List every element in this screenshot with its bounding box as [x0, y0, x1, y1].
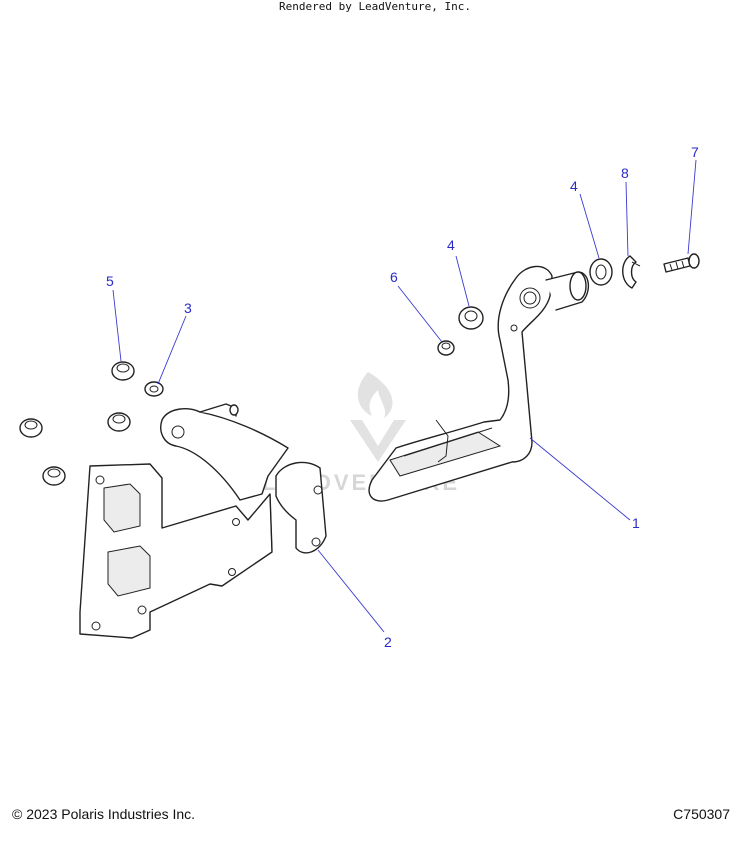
- drawing-number: C750307: [673, 806, 730, 822]
- leader-lines: [112, 159, 697, 633]
- callout-3: 3: [184, 300, 192, 316]
- leader-6: [397, 285, 443, 343]
- callout-4a: 4: [447, 237, 455, 253]
- callout-8: 8: [621, 165, 629, 181]
- leader-3: [157, 315, 187, 385]
- nut-left-upper: [19, 418, 43, 438]
- leader-4b: [579, 193, 600, 259]
- washer-part-3: [144, 381, 164, 397]
- nut-part-6: [437, 340, 455, 356]
- leader-1: [529, 437, 631, 521]
- leader-5: [112, 289, 122, 362]
- bolt-part-7: [663, 253, 700, 273]
- callout-labels: 1 2 3 4 4 5 6 7 8: [106, 144, 699, 650]
- callout-7: 7: [691, 144, 699, 160]
- nut-part-5: [111, 361, 135, 381]
- leader-2: [317, 549, 385, 633]
- leader-8: [625, 181, 629, 257]
- rendered-by-text: Rendered by LeadVenture, Inc.: [278, 0, 472, 13]
- callout-1: 1: [632, 515, 640, 531]
- callout-4b: 4: [570, 178, 578, 194]
- leader-7: [687, 159, 697, 255]
- brake-pedal-part-1: [368, 265, 589, 502]
- callout-5: 5: [106, 273, 114, 289]
- nut-left-lower: [42, 466, 66, 486]
- leadventure-logo-icon: [350, 372, 406, 462]
- callout-6: 6: [390, 269, 398, 285]
- leader-4a: [455, 255, 470, 307]
- bracket-part-2: [79, 403, 327, 639]
- bushing-part-4-left: [458, 306, 484, 330]
- copyright-text: © 2023 Polaris Industries Inc.: [12, 806, 196, 822]
- e-clip-part-8: [622, 255, 641, 289]
- nut-left-middle: [107, 412, 131, 432]
- bushing-part-4-right: [589, 258, 613, 286]
- callout-2: 2: [384, 634, 392, 650]
